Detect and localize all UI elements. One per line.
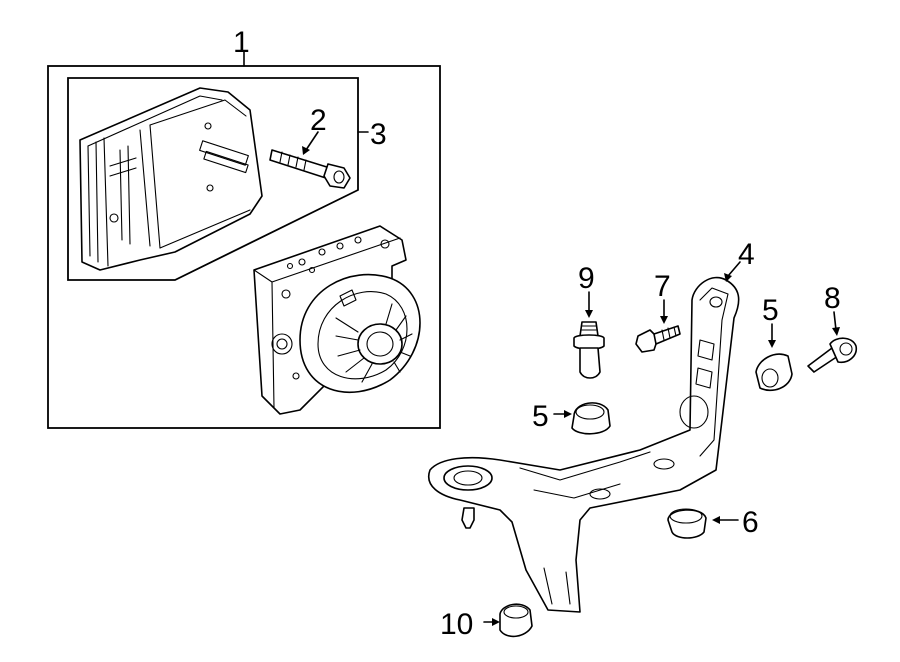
callout-1: 1 (233, 26, 250, 59)
callout-6: 6 (742, 506, 759, 539)
arrow-5a (564, 410, 572, 418)
arrow-6 (712, 516, 720, 524)
arrow-5b (768, 340, 776, 348)
control-module (79, 87, 263, 271)
callout-5-left: 5 (532, 400, 549, 433)
bolt-7 (635, 325, 681, 353)
callout-9: 9 (578, 262, 595, 295)
callout-2: 2 (310, 104, 327, 137)
leader-8 (833, 311, 837, 331)
arrow-7 (660, 316, 668, 324)
module-box (67, 77, 359, 281)
mounting-bracket (427, 276, 740, 613)
callout-4: 4 (738, 238, 755, 271)
arrow-2 (302, 146, 310, 155)
leader-4 (727, 261, 741, 277)
leader-2 (305, 131, 319, 151)
arrow-9 (585, 310, 593, 318)
stud-9 (573, 321, 605, 379)
bolt-8 (807, 337, 858, 373)
callout-8: 8 (824, 282, 841, 315)
callout-5-right: 5 (762, 294, 779, 327)
callout-7: 7 (654, 270, 671, 303)
callout-3: 3 (370, 118, 387, 151)
arrow-8 (832, 327, 840, 336)
callout-10: 10 (440, 608, 473, 641)
grommet-right (755, 353, 793, 392)
hydraulic-unit (253, 225, 421, 415)
arrow-10 (492, 618, 500, 626)
grommet-left (571, 402, 611, 435)
module-bolt (269, 149, 351, 189)
nut-6 (667, 508, 707, 539)
arrow-4 (724, 273, 732, 282)
nut-10 (499, 603, 533, 638)
